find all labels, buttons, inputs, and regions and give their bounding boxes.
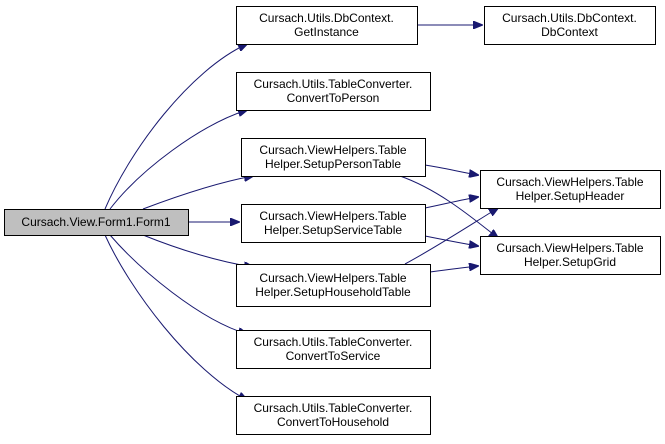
node-label-line: Helper.SetupHouseholdTable [255,285,411,299]
node-box[interactable] [236,264,431,307]
node-toperson[interactable]: Cursach.Utils.TableConverter.ConvertToPe… [236,72,431,111]
node-label-line: Helper.SetupGrid [524,255,616,269]
node-label-line: GetInstance [294,25,359,39]
edge-layer [104,25,498,400]
edge-personTable-to-setupGrid [399,175,498,238]
node-label-line: ConvertToHousehold [277,415,389,429]
node-box[interactable] [241,138,426,177]
edge-form1-to-personTable [142,176,253,210]
node-label-line: Cursach.Utils.TableConverter. [254,77,413,91]
node-label-line: Helper.SetupHeader [516,189,625,203]
node-serviceTable[interactable]: Cursach.ViewHelpers.TableHelper.SetupSer… [241,204,426,243]
edge-serviceTable-to-setupHeader [424,197,478,209]
node-label-line: ConvertToPerson [287,91,380,105]
node-box[interactable] [236,330,431,369]
node-setupHeader[interactable]: Cursach.ViewHelpers.TableHelper.SetupHea… [480,170,661,209]
edge-form1-to-householdTable [142,234,253,267]
node-label-line: Cursach.ViewHelpers.Table [259,143,407,157]
node-setupGrid[interactable]: Cursach.ViewHelpers.TableHelper.SetupGri… [480,236,661,275]
node-label-line: Cursach.Utils.TableConverter. [254,401,413,415]
node-personTable[interactable]: Cursach.ViewHelpers.TableHelper.SetupPer… [241,138,426,177]
node-label-line: Cursach.Utils.DbContext. [259,11,394,25]
node-label-line: Helper.SetupServiceTable [264,223,402,237]
node-label-line: Cursach.ViewHelpers.Table [259,271,407,285]
node-toservice[interactable]: Cursach.Utils.TableConverter.ConvertToSe… [236,330,431,369]
node-getinstance[interactable]: Cursach.Utils.DbContext.GetInstance [236,6,418,45]
node-label-line: Cursach.ViewHelpers.Table [496,241,644,255]
node-label-line: Cursach.ViewHelpers.Table [259,209,407,223]
node-label-line: Cursach.View.Form1.Form1 [21,215,170,229]
node-box[interactable] [4,209,189,236]
node-label-line: Cursach.Utils.TableConverter. [254,335,413,349]
edge-form1-to-getinstance [104,44,247,210]
node-layer: Cursach.View.Form1.Form1 Cursach.Utils.Db… [4,6,661,435]
node-label-line: DbContext [541,25,598,39]
edge-form1-to-toperson [109,110,247,210]
edge-householdTable-to-setupGrid [429,266,478,273]
node-box[interactable] [484,6,656,45]
node-dbcontext[interactable]: Cursach.Utils.DbContext.DbContext [484,6,656,45]
edge-serviceTable-to-setupGrid [424,235,478,246]
node-tohousehold[interactable]: Cursach.Utils.TableConverter.ConvertToHo… [236,396,431,435]
node-label-line: Cursach.ViewHelpers.Table [496,175,644,189]
node-box[interactable] [236,72,431,111]
node-box[interactable] [480,170,661,209]
node-box[interactable] [236,396,431,435]
node-label-line: ConvertToService [286,349,381,363]
edge-form1-to-toservice [109,234,247,334]
node-box[interactable] [236,6,418,45]
edge-form1-to-tohousehold [104,234,247,400]
node-box[interactable] [241,204,426,243]
node-label-line: Cursach.Utils.DbContext. [502,11,637,25]
node-form1[interactable]: Cursach.View.Form1.Form1 [4,209,189,236]
node-householdTable[interactable]: Cursach.ViewHelpers.TableHelper.SetupHou… [236,264,431,307]
edge-personTable-to-setupHeader [424,164,478,175]
node-box[interactable] [480,236,661,275]
node-label-line: Helper.SetupPersonTable [265,157,401,171]
edge-householdTable-to-setupHeader [404,208,498,265]
